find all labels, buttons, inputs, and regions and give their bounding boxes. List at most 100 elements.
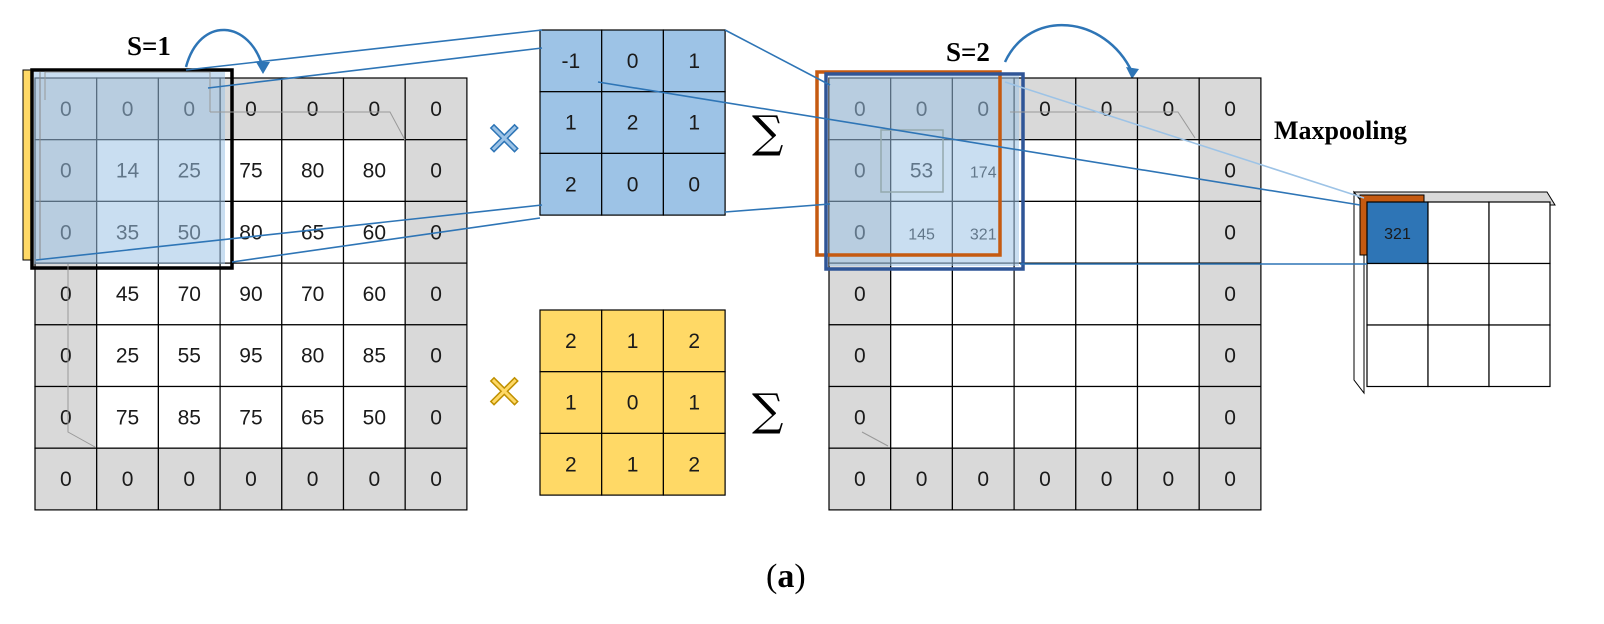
stride-arrowhead-right bbox=[1126, 67, 1139, 79]
output-cell bbox=[1198, 200, 1262, 264]
yellow-kernel-value: 1 bbox=[688, 392, 700, 415]
input-cell bbox=[96, 385, 159, 449]
yellow-kernel-value: 2 bbox=[688, 453, 700, 476]
input-cell-value: 75 bbox=[239, 406, 262, 429]
yellow-kernel-cell bbox=[662, 371, 726, 435]
connector-line bbox=[35, 204, 543, 261]
output-cell bbox=[1136, 385, 1200, 449]
pool-cell bbox=[1427, 324, 1490, 388]
input-cell-value: 0 bbox=[430, 98, 442, 121]
pooling-cube: 321 bbox=[1352, 190, 1556, 395]
blue-kernel-cell bbox=[662, 91, 726, 154]
connector-line bbox=[1004, 81, 1365, 199]
input-cell-value: 75 bbox=[239, 160, 262, 183]
input-cell bbox=[281, 447, 345, 511]
output-cell bbox=[1075, 447, 1139, 511]
output-cell-value: 0 bbox=[977, 468, 989, 491]
output-cell bbox=[1136, 200, 1200, 264]
pool-cell bbox=[1366, 201, 1429, 265]
input-cell-value: 80 bbox=[301, 160, 324, 183]
pool-cell bbox=[1488, 324, 1551, 388]
yellow-kernel-value: 2 bbox=[565, 453, 577, 476]
blue-kernel-cell bbox=[601, 91, 665, 154]
input-cell-value: 0 bbox=[245, 98, 257, 121]
pool-cell-value: 321 bbox=[1384, 226, 1411, 243]
connector-line bbox=[597, 81, 1361, 206]
input-cell-value: 60 bbox=[363, 283, 386, 306]
input-cell-value: 80 bbox=[301, 345, 324, 368]
input-cell bbox=[404, 385, 468, 449]
input-cell bbox=[34, 262, 98, 326]
output-cell bbox=[890, 324, 954, 388]
input-cell-value: 65 bbox=[301, 221, 324, 244]
input-cell-value: 75 bbox=[116, 406, 139, 429]
input-cell-value: 80 bbox=[363, 160, 386, 183]
output-cell-value: 0 bbox=[1224, 406, 1236, 429]
output-cell bbox=[1075, 262, 1139, 326]
input-cell-value: 50 bbox=[363, 406, 386, 429]
output-cell bbox=[1136, 262, 1200, 326]
sum-icon-top: ∑ bbox=[752, 107, 783, 158]
yellow-kernel-value: 1 bbox=[627, 453, 639, 476]
input-depth-line-2 bbox=[67, 264, 96, 448]
output-cell bbox=[951, 385, 1015, 449]
input-cell bbox=[404, 324, 468, 388]
stride-arrow-right bbox=[1003, 23, 1134, 73]
input-cell-value: 0 bbox=[183, 468, 195, 491]
input-cell bbox=[34, 324, 98, 388]
yellow-kernel-value: 1 bbox=[565, 392, 577, 415]
output-cell bbox=[1013, 262, 1077, 326]
output-cell bbox=[1013, 385, 1077, 449]
input-cell-value: 70 bbox=[301, 283, 324, 306]
input-cell bbox=[157, 262, 221, 326]
input-cell-value: 0 bbox=[430, 406, 442, 429]
output-cell-value: 0 bbox=[1224, 345, 1236, 368]
output-cell-value: 0 bbox=[916, 468, 928, 491]
output-cell bbox=[828, 447, 892, 511]
output-cell bbox=[828, 324, 892, 388]
output-cell-value: 0 bbox=[1101, 468, 1113, 491]
input-cell bbox=[281, 385, 345, 449]
input-cell-value: 95 bbox=[239, 345, 262, 368]
input-cell-value: 0 bbox=[430, 283, 442, 306]
input-cell-value: 0 bbox=[60, 283, 72, 306]
input-cell-value: 0 bbox=[245, 468, 257, 491]
input-cell-value: 85 bbox=[363, 345, 386, 368]
input-cell bbox=[342, 200, 406, 264]
input-cell bbox=[342, 77, 406, 141]
input-cell bbox=[219, 324, 283, 388]
input-cell-value: 85 bbox=[178, 406, 201, 429]
connector-line bbox=[185, 29, 543, 71]
output-cell bbox=[1136, 447, 1200, 511]
output-cell bbox=[828, 385, 892, 449]
output-cell-value: 0 bbox=[1224, 468, 1236, 491]
input-cell-value: 0 bbox=[60, 468, 72, 491]
input-cell-value: 45 bbox=[116, 283, 139, 306]
yellow-kernel-value: 2 bbox=[565, 330, 577, 353]
input-cell-value: 25 bbox=[116, 345, 139, 368]
input-cell bbox=[404, 77, 468, 141]
output-cell bbox=[1075, 324, 1139, 388]
output-cell bbox=[1198, 139, 1262, 202]
output-cell bbox=[1198, 385, 1262, 449]
input-cell-value: 0 bbox=[307, 98, 319, 121]
output-cell bbox=[1075, 200, 1139, 264]
output-cell bbox=[1075, 139, 1139, 202]
input-cell-value: 60 bbox=[363, 221, 386, 244]
blue-kernel-cell bbox=[601, 152, 665, 216]
stride-label-right: S=2 bbox=[946, 37, 990, 67]
input-cell-value: 0 bbox=[369, 468, 381, 491]
figure-caption: (a) bbox=[766, 558, 806, 595]
output-window-overlay bbox=[829, 76, 1019, 266]
pool-cell bbox=[1427, 201, 1490, 265]
output-cell bbox=[951, 324, 1015, 388]
yellow-kernel-value: 0 bbox=[627, 392, 639, 415]
multiply-icon-yellow: ✕ bbox=[485, 365, 524, 419]
input-cell-value: 0 bbox=[430, 160, 442, 183]
input-cell-value: 0 bbox=[430, 345, 442, 368]
input-cell bbox=[157, 447, 221, 511]
output-cell-value: 0 bbox=[1224, 160, 1236, 183]
output-cell bbox=[890, 262, 954, 326]
output-top-shadow bbox=[1010, 111, 1196, 139]
